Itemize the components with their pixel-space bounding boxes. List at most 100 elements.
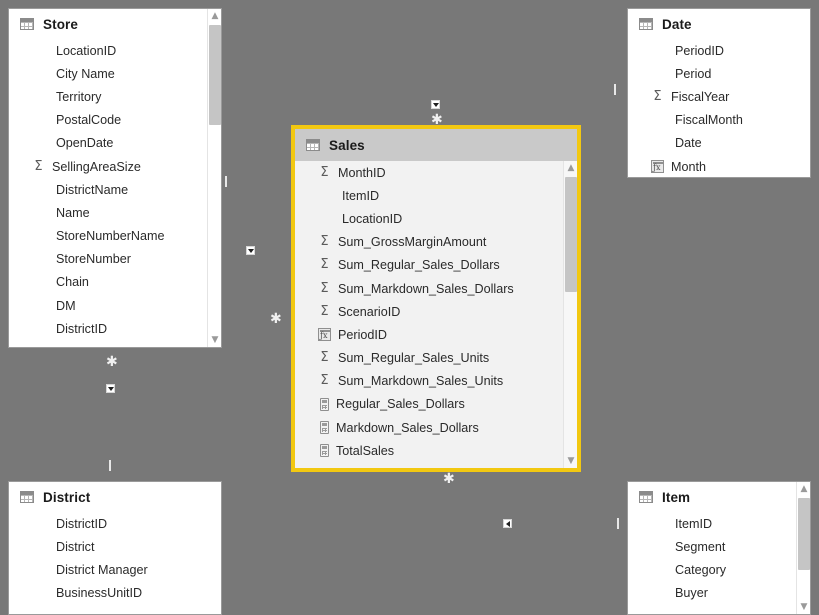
relationship-sales-date[interactable]: ✱ — [0, 84, 819, 176]
field-row[interactable]: PeriodID — [628, 39, 810, 62]
vertical-scrollbar[interactable]: ▲ ▼ — [207, 9, 221, 347]
field-row[interactable]: StoreNumber — [9, 248, 221, 271]
field-name: Category — [675, 562, 727, 577]
table-header-district[interactable]: District — [9, 482, 221, 512]
table-name: Store — [43, 16, 79, 32]
field-row[interactable]: Month — [628, 155, 810, 177]
relationship-segment — [0, 176, 1, 266]
field-row[interactable]: Chain — [9, 271, 221, 294]
table-field-list: ItemID Segment Category Buyer — [628, 512, 810, 614]
table-card-store[interactable]: Store LocationID City Name Territory Pos… — [8, 8, 222, 348]
table-field-list: DistrictID District District Manager Bus… — [9, 512, 221, 614]
field-row[interactable]: PeriodID — [295, 323, 577, 346]
field-name: OpenDate — [56, 136, 114, 151]
field-name: Sum_Markdown_Sales_Units — [338, 374, 504, 389]
field-row[interactable]: ItemID — [295, 184, 577, 207]
field-row[interactable]: City Name — [9, 62, 221, 85]
cross-filter-direction-icon[interactable] — [106, 384, 115, 393]
field-name: Sum_Regular_Sales_Units — [338, 351, 490, 366]
cross-filter-direction-icon[interactable] — [246, 246, 255, 255]
field-row[interactable]: District — [9, 535, 221, 558]
relationship-store-district[interactable]: ✱ — [0, 176, 819, 471]
field-row[interactable]: District Manager — [9, 558, 221, 581]
sigma-icon: Σ — [320, 303, 329, 319]
scrollbar-thumb[interactable] — [565, 177, 577, 292]
cardinality-one-marker — [617, 518, 619, 529]
field-row[interactable]: Name — [9, 201, 221, 224]
field-row[interactable]: OpenDate — [9, 132, 221, 155]
cardinality-one-marker — [109, 460, 111, 471]
field-row[interactable]: Date — [628, 132, 810, 155]
field-row[interactable]: LocationID — [295, 207, 577, 230]
vertical-scrollbar[interactable]: ▲ ▼ — [563, 161, 577, 468]
field-row[interactable]: DistrictID — [9, 512, 221, 535]
field-row[interactable]: PostalCode — [9, 109, 221, 132]
cross-filter-direction-icon[interactable] — [431, 100, 440, 109]
scrollbar-thumb[interactable] — [798, 498, 810, 570]
field-row[interactable]: StoreNumberName — [9, 225, 221, 248]
field-row[interactable]: Regular_Sales_Dollars — [295, 393, 577, 416]
field-row[interactable]: DistrictName — [9, 178, 221, 201]
relationship-segment — [0, 266, 1, 306]
field-row[interactable]: BusinessUnitID — [9, 582, 221, 605]
cross-filter-direction-icon[interactable] — [503, 519, 512, 528]
field-name: BusinessUnitID — [56, 586, 143, 601]
scroll-up-arrow[interactable]: ▲ — [567, 163, 575, 173]
scroll-down-arrow[interactable]: ▼ — [567, 456, 575, 466]
field-row[interactable]: FiscalMonth — [628, 109, 810, 132]
field-name: Segment — [675, 539, 726, 554]
field-row[interactable]: DistrictID — [9, 317, 221, 340]
sigma-icon: Σ — [320, 257, 329, 273]
scroll-up-arrow[interactable]: ▲ — [211, 11, 219, 21]
calculated-column-icon — [651, 160, 664, 174]
field-name: City Name — [56, 66, 115, 81]
cardinality-one-marker — [614, 84, 616, 95]
field-name: LocationID — [342, 211, 403, 226]
field-row[interactable]: TotalSales — [295, 439, 577, 462]
field-name: Territory — [56, 89, 102, 104]
calculated-column-icon — [318, 328, 331, 342]
field-row[interactable]: Territory — [9, 85, 221, 108]
table-card-district[interactable]: District DistrictID District District Ma… — [8, 481, 222, 615]
table-header-item[interactable]: Item — [628, 482, 810, 512]
table-name: Item — [662, 489, 691, 505]
field-row[interactable]: Buyer — [628, 582, 810, 605]
field-row[interactable]: Segment — [628, 535, 810, 558]
relationship-store-sales[interactable]: ✱ — [0, 0, 819, 326]
sigma-icon: Σ — [653, 88, 662, 104]
field-name: District — [56, 539, 95, 554]
field-row[interactable]: Markdown_Sales_Dollars — [295, 416, 577, 439]
table-header-store[interactable]: Store — [9, 9, 221, 39]
table-header-date[interactable]: Date — [628, 9, 810, 39]
scroll-down-arrow[interactable]: ▼ — [800, 602, 808, 612]
scroll-up-arrow[interactable]: ▲ — [800, 484, 808, 494]
field-row[interactable]: DM — [9, 294, 221, 317]
table-icon — [639, 18, 653, 30]
table-icon — [20, 491, 34, 503]
scrollbar-thumb[interactable] — [209, 25, 221, 125]
vertical-scrollbar[interactable]: ▲ ▼ — [796, 482, 810, 614]
field-row[interactable]: LocationID — [9, 39, 221, 62]
scroll-down-arrow[interactable]: ▼ — [211, 335, 219, 345]
field-row[interactable]: ItemID — [628, 512, 810, 535]
relationship-sales-item[interactable]: ✱ — [0, 266, 819, 529]
table-header-sales[interactable]: Sales — [295, 129, 577, 161]
field-name: TotalSales — [336, 443, 395, 458]
field-row[interactable]: Category — [628, 558, 810, 581]
field-row[interactable]: Period — [628, 62, 810, 85]
field-name: Month — [671, 159, 707, 174]
table-card-item[interactable]: Item ItemID Segment Category Buyer ▲ ▼ — [627, 481, 811, 615]
